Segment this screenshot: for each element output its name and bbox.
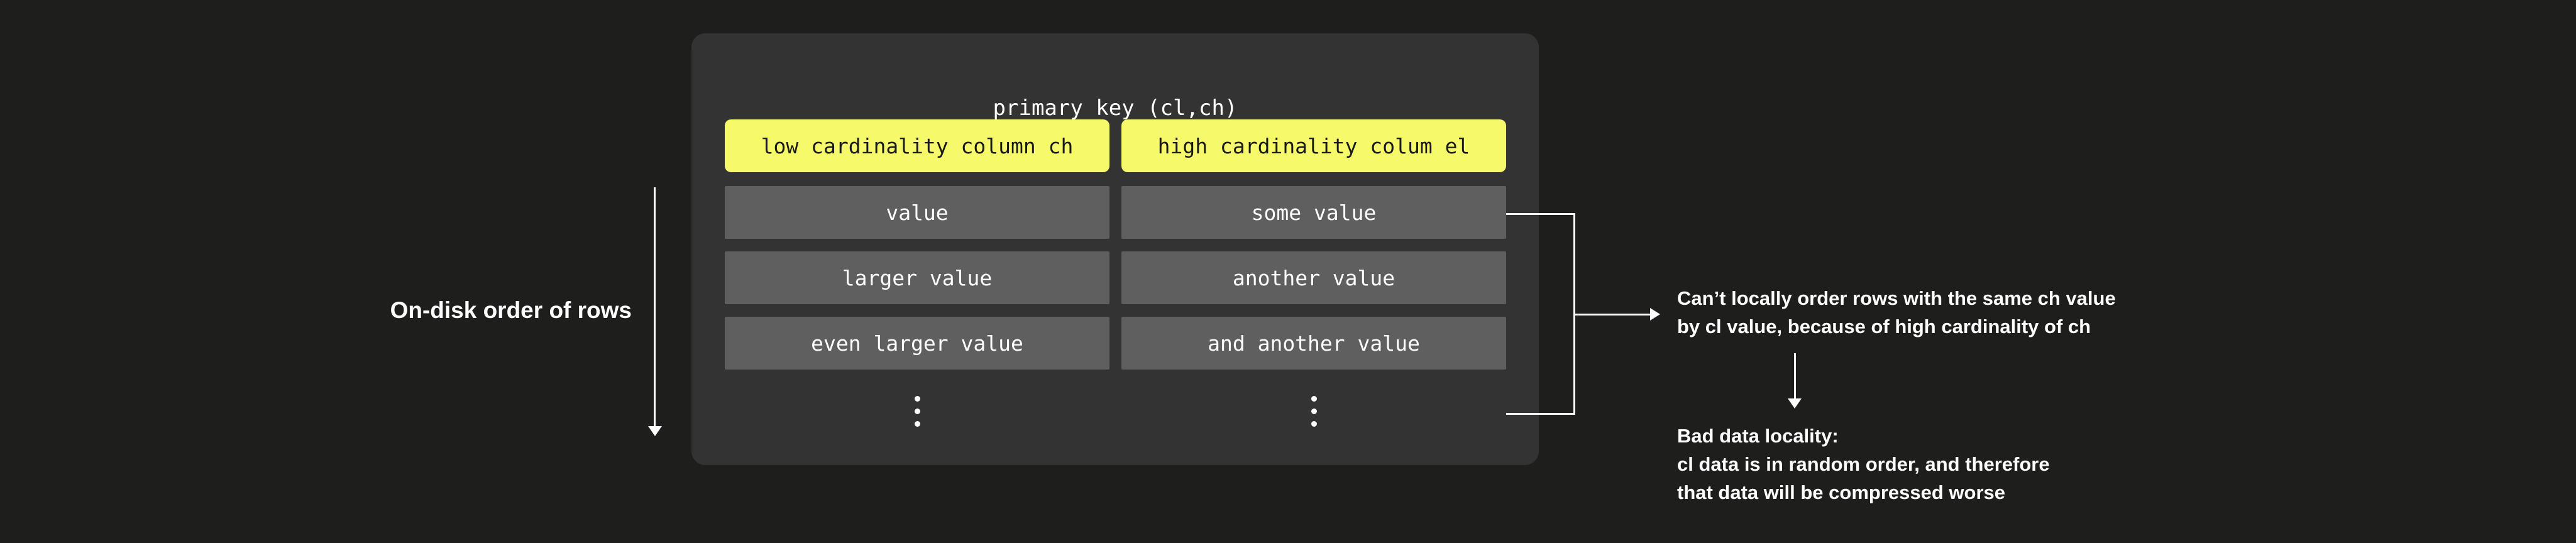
row-cell: some value (1121, 186, 1506, 239)
column-header-ch: low cardinality column ch (725, 119, 1109, 172)
note-line: Can’t locally order rows with the same c… (1677, 287, 2116, 309)
note-line: cl data is in random order, and therefor… (1677, 453, 2050, 475)
note-line: by cl value, because of high cardinality… (1677, 315, 2091, 337)
row-cell: larger value (725, 251, 1109, 304)
row-cell: another value (1121, 251, 1506, 304)
primary-key-panel: primary key (cl,ch) low cardinality colu… (691, 33, 1539, 465)
panel-title: primary key (cl,ch) (993, 96, 1238, 121)
note-line: Bad data locality: (1677, 425, 1839, 447)
order-note: Can’t locally order rows with the same c… (1677, 284, 2116, 341)
row-cell: even larger value (725, 317, 1109, 370)
note-line: that data will be compressed worse (1677, 481, 2005, 503)
on-disk-order-label: On-disk order of rows (390, 297, 632, 323)
column-header-el: high cardinality colum el (1121, 119, 1506, 172)
row-cell: value (725, 186, 1109, 239)
locality-note: Bad data locality: cl data is in random … (1677, 422, 2050, 507)
vertical-ellipsis-icon (915, 396, 920, 427)
row-cell: and another value (1121, 317, 1506, 370)
vertical-ellipsis-icon (1311, 396, 1317, 427)
